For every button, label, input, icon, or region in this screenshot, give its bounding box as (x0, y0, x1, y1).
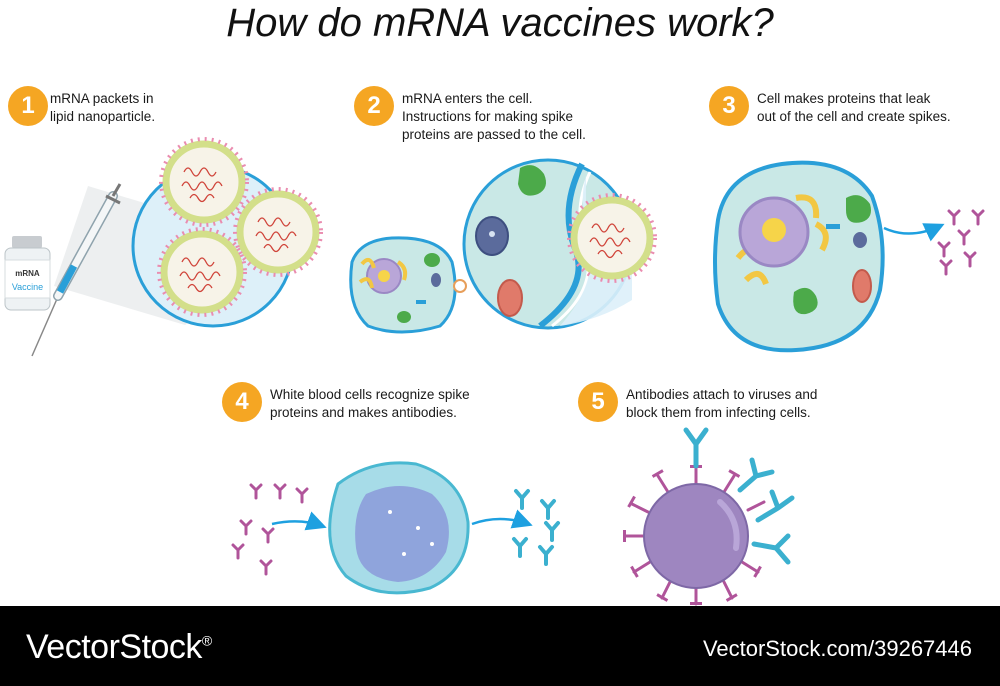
nanoparticle-zoom-circle (131, 139, 321, 328)
vial-label-vaccine: Vaccine (12, 282, 43, 292)
cell-large-icon (713, 160, 885, 353)
arrow-icon (271, 511, 327, 531)
vaccine-vial-icon: mRNA Vaccine (4, 236, 51, 311)
arrow-icon (471, 509, 533, 529)
footer-bar: VectorStock® VectorStock.com/39267446 (0, 606, 1000, 686)
step-1-text: mRNA packets in lipid nanoparticle. (50, 91, 156, 124)
arrow-icon (883, 223, 945, 242)
lipid-nanoparticle-icon (453, 279, 467, 293)
page-title: How do mRNA vaccines work? (226, 1, 774, 45)
spike-proteins-group (937, 209, 985, 276)
white-blood-cell-icon (328, 461, 470, 595)
step-3-badge: 3 (709, 86, 749, 126)
antibodies-group (512, 489, 560, 566)
cell-small-icon (349, 236, 457, 334)
illustration-canvas: mRNA Vaccine (4, 0, 985, 606)
step-1-badge: 1 (8, 86, 48, 126)
step-5-badge: 5 (578, 382, 618, 422)
spike-proteins-group (231, 483, 309, 576)
step-2-badge: 2 (354, 86, 394, 126)
brand-name: VectorStock (26, 628, 202, 666)
step-4-badge: 4 (222, 382, 262, 422)
step-3-text: Cell makes proteins that leak out of the… (757, 91, 951, 124)
virus-icon (623, 465, 766, 606)
step-4-text: White blood cells recognize spike protei… (270, 387, 470, 420)
brand-logo: VectorStock® (26, 628, 212, 667)
vial-label-mrna: mRNA (15, 269, 40, 278)
antibodies-group (683, 427, 795, 565)
cell-entry-zoom-circle (462, 158, 655, 330)
trademark-symbol: ® (201, 632, 212, 649)
image-url-text: VectorStock.com/39267446 (702, 636, 972, 661)
step-5-text: Antibodies attach to viruses and block t… (626, 387, 818, 420)
step-2-text: mRNA enters the cell. Instructions for m… (402, 91, 586, 142)
